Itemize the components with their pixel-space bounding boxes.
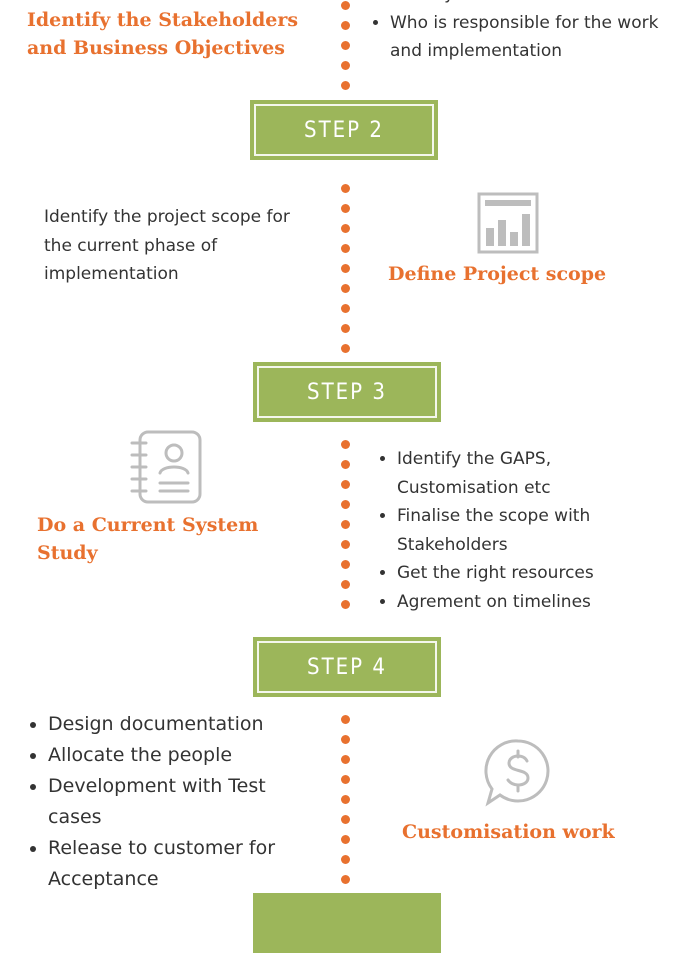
section4-title: Customisation work (402, 821, 615, 843)
timeline-dot (341, 815, 350, 824)
timeline-dot (341, 304, 350, 313)
section1-title: Identify the Stakeholders and Business O… (27, 9, 299, 59)
bar-chart-icon (477, 192, 539, 258)
timeline-dot (341, 735, 350, 744)
timeline-dot (341, 835, 350, 844)
timeline-dot (341, 264, 350, 273)
section2-description: Identify the project scope for the curre… (44, 207, 290, 284)
bullet: Development with Test cases (48, 771, 316, 833)
timeline-dot (341, 715, 350, 724)
bullet: Who is responsible for the work and impl… (390, 9, 678, 66)
section3-bullets: Identify the GAPS, Customisation etc Fin… (375, 445, 675, 616)
timeline-dot (341, 1, 350, 10)
timeline-dot (341, 460, 350, 469)
timeline-dot (341, 61, 350, 70)
timeline-dot (341, 480, 350, 489)
step-3-box: STEP 3 (253, 362, 441, 422)
section3-title: Do a Current System Study (37, 514, 259, 564)
bullet: Agrement on timelines (397, 588, 675, 617)
step-2-label: STEP 2 (254, 104, 434, 156)
step-2-box: STEP 2 (250, 100, 438, 160)
timeline-dot (341, 224, 350, 233)
timeline-dot (341, 324, 350, 333)
bullet: Identify the Stakeholders (390, 0, 678, 9)
step-3-label: STEP 3 (257, 366, 437, 418)
bullet: Allocate the people (48, 740, 316, 771)
timeline-dot (341, 204, 350, 213)
bullet: Release to customer for Acceptance (48, 833, 316, 895)
notebook-icon (128, 429, 206, 509)
step-5-box (253, 893, 441, 953)
timeline-dot (341, 244, 350, 253)
timeline-dot (341, 344, 350, 353)
timeline-dot (341, 560, 350, 569)
bullet: Get the right resources (397, 559, 675, 588)
timeline-dot (341, 440, 350, 449)
bullet: Design documentation (48, 709, 316, 740)
bullet: Identify the GAPS, Customisation etc (397, 445, 675, 502)
timeline-dot (341, 795, 350, 804)
timeline-dot (341, 875, 350, 884)
timeline-dot (341, 41, 350, 50)
section2-title: Define Project scope (388, 263, 607, 285)
dollar-chat-icon (483, 737, 553, 811)
timeline-dot (341, 520, 350, 529)
timeline-dot (341, 21, 350, 30)
bullet: Finalise the scope with Stakeholders (397, 502, 675, 559)
timeline-dot (341, 540, 350, 549)
timeline-dot (341, 755, 350, 764)
step-4-label: STEP 4 (257, 641, 437, 693)
timeline-dot (341, 580, 350, 589)
timeline-dot (341, 284, 350, 293)
section4-bullets: Design documentation Allocate the people… (26, 709, 316, 895)
timeline-dot (341, 184, 350, 193)
step-4-box: STEP 4 (253, 637, 441, 697)
timeline-dot (341, 81, 350, 90)
timeline-dot (341, 500, 350, 509)
timeline-dot (341, 600, 350, 609)
timeline-dot (341, 775, 350, 784)
timeline-dot (341, 855, 350, 864)
section1-bullets: Identify the Stakeholders Who is respons… (368, 0, 678, 66)
